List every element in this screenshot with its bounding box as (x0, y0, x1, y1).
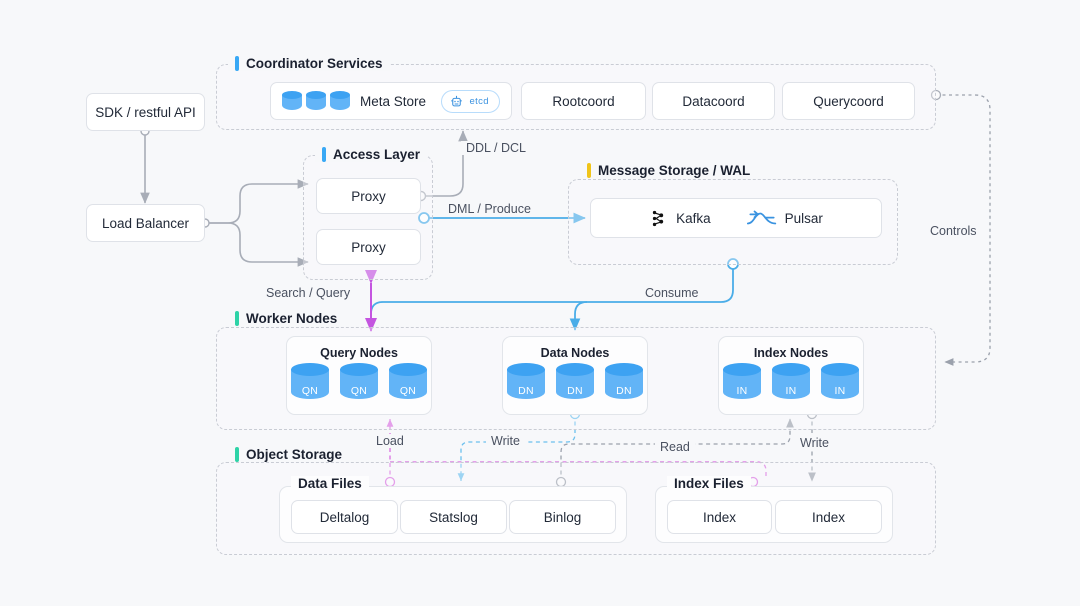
edge-label-dml-produce: DML / Produce (443, 202, 536, 216)
etcd-badge[interactable]: etcd (441, 89, 500, 113)
etcd-label: etcd (469, 95, 489, 107)
node-cylinder: QN (291, 363, 329, 401)
panel-index-nodes[interactable]: Index Nodes IN IN IN (718, 336, 864, 415)
file-index-2[interactable]: Index (775, 500, 882, 534)
etcd-icon (451, 95, 463, 106)
query-nodes-cylinders: QN QN QN (287, 363, 431, 401)
edge-label-read: Read (655, 440, 695, 454)
file-binlog[interactable]: Binlog (509, 500, 616, 534)
pulsar-icon (746, 210, 776, 224)
sdk-restful-api-box[interactable]: SDK / restful API (86, 93, 205, 131)
edge-label-load: Load (371, 434, 409, 448)
kafka-label: Kafka (676, 210, 711, 226)
group-title-object-storage: Object Storage (228, 447, 350, 462)
node-cylinder: QN (389, 363, 427, 401)
section-marker-worker (235, 311, 239, 326)
data-nodes-cylinders: DN DN DN (503, 363, 647, 401)
proxy-box-1[interactable]: Proxy (316, 178, 421, 214)
node-cylinder: QN (340, 363, 378, 401)
node-cylinder: IN (821, 363, 859, 401)
meta-store-card[interactable]: Meta Store etcd (270, 82, 512, 120)
kafka-icon (652, 210, 664, 226)
section-marker-coordinator (235, 56, 239, 71)
access-title-text: Access Layer (333, 147, 421, 162)
node-cylinder: DN (556, 363, 594, 401)
section-marker-object (235, 447, 239, 462)
panel-data-nodes[interactable]: Data Nodes DN DN DN (502, 336, 648, 415)
message-brokers-card[interactable]: Kafka Pulsar (590, 198, 882, 238)
index-nodes-cylinders: IN IN IN (719, 363, 863, 401)
proxy-box-2[interactable]: Proxy (316, 229, 421, 265)
meta-store-label: Meta Store (360, 93, 427, 109)
node-cylinder: IN (723, 363, 761, 401)
section-marker-access (322, 147, 326, 162)
edge-label-write-left: Write (486, 434, 525, 448)
group-title-worker-nodes: Worker Nodes (228, 311, 345, 326)
file-deltalog[interactable]: Deltalog (291, 500, 398, 534)
query-nodes-title: Query Nodes (320, 346, 398, 360)
data-nodes-title: Data Nodes (540, 346, 610, 360)
worker-title-text: Worker Nodes (246, 311, 338, 326)
message-title-text: Message Storage / WAL (598, 163, 751, 178)
node-cylinder: IN (772, 363, 810, 401)
load-balancer-box[interactable]: Load Balancer (86, 204, 205, 242)
service-rootcoord[interactable]: Rootcoord (521, 82, 646, 120)
edge-label-consume: Consume (640, 286, 704, 300)
node-cylinder: DN (605, 363, 643, 401)
edge-label-controls: Controls (925, 224, 982, 238)
group-title-message-storage: Message Storage / WAL (580, 163, 758, 178)
group-title-access-layer: Access Layer (315, 147, 428, 162)
service-datacoord[interactable]: Datacoord (652, 82, 775, 120)
index-files-title: Index Files (667, 476, 751, 491)
pulsar-label: Pulsar (784, 210, 823, 226)
index-nodes-title: Index Nodes (753, 346, 829, 360)
edge-label-write-right: Write (795, 436, 834, 450)
data-files-title-text: Data Files (298, 476, 362, 491)
coordinator-title-text: Coordinator Services (246, 56, 383, 71)
edge-label-search-query: Search / Query (261, 286, 356, 300)
service-querycoord[interactable]: Querycoord (782, 82, 915, 120)
group-title-coordinator-services: Coordinator Services (228, 56, 390, 71)
edge-label-ddl-dcl: DDL / DCL (461, 141, 531, 155)
node-cylinder: DN (507, 363, 545, 401)
file-statslog[interactable]: Statslog (400, 500, 507, 534)
section-marker-message (587, 163, 591, 178)
index-files-title-text: Index Files (674, 476, 744, 491)
meta-store-cylinders-icon (282, 91, 350, 111)
file-index-1[interactable]: Index (667, 500, 772, 534)
object-title-text: Object Storage (246, 447, 343, 462)
broker-pulsar[interactable]: Pulsar (746, 209, 823, 228)
broker-kafka[interactable]: Kafka (649, 209, 711, 228)
panel-query-nodes[interactable]: Query Nodes QN QN QN (286, 336, 432, 415)
data-files-title: Data Files (291, 476, 369, 491)
